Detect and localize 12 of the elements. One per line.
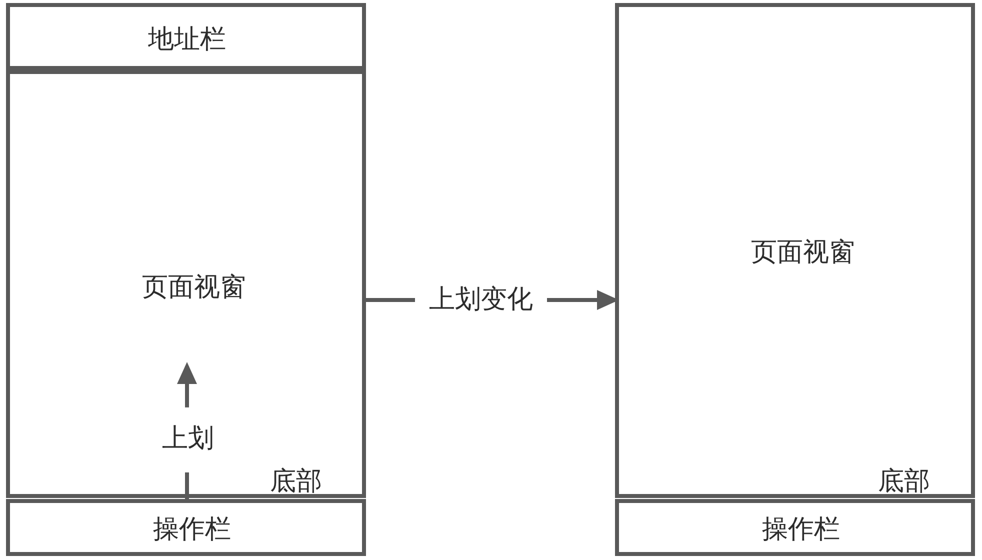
action-bar [6,499,366,556]
bar-label: 操作栏 [153,514,231,546]
page-viewport [615,3,975,498]
bar-label: 地址栏 [148,24,226,56]
bottom-label: 底部 [878,466,930,498]
bar-label: 操作栏 [762,514,840,546]
page-viewport [6,70,366,498]
bottom-label: 底部 [270,466,322,498]
action-bar [615,499,975,556]
address-bar [6,3,366,70]
viewport-label: 页面视窗 [751,237,855,269]
viewport-label: 页面视窗 [142,272,246,304]
